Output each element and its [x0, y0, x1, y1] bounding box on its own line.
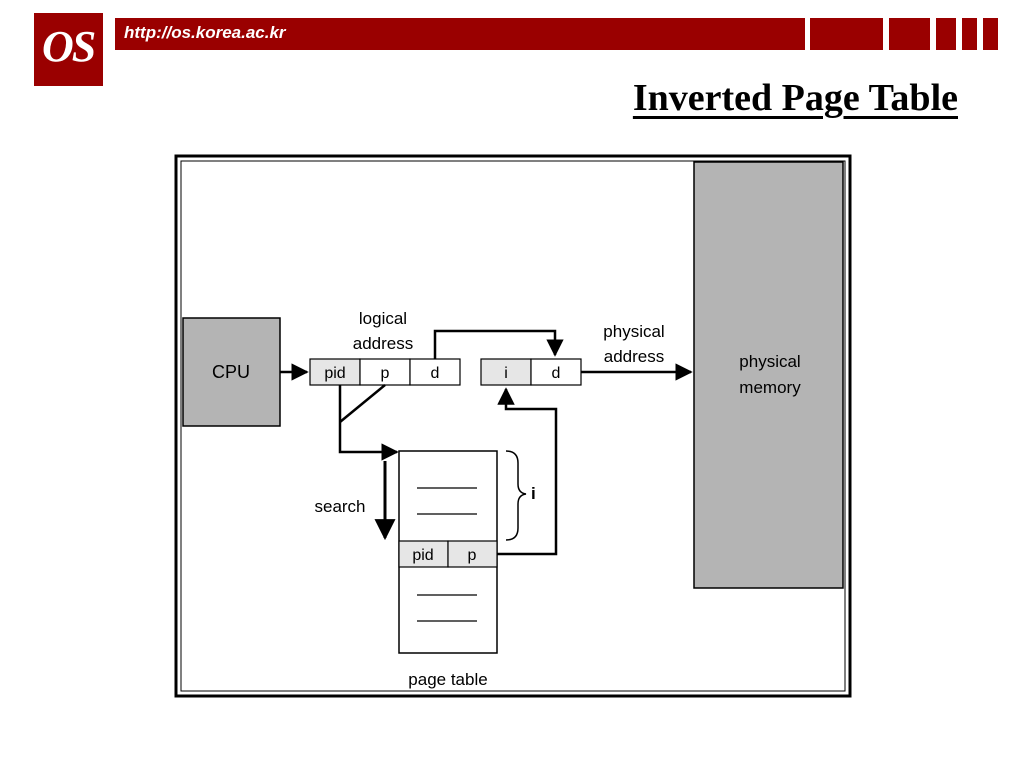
- cpu-label: CPU: [212, 362, 250, 382]
- header-block-1: [810, 18, 883, 50]
- diagram-frame-inner: [180, 160, 846, 692]
- logical-pid-field: [309, 358, 361, 386]
- physical-memory-label-1: physical: [739, 352, 800, 371]
- header-block-5: [983, 18, 998, 50]
- page-table-pid-text: pid: [412, 547, 433, 564]
- physical-memory-label-2: memory: [739, 378, 801, 397]
- diagram-frame-outer: [174, 154, 852, 698]
- logical-d-text: d: [431, 365, 440, 382]
- index-brace: [505, 450, 527, 541]
- logical-pid-text: pid: [324, 365, 345, 382]
- logical-p-field: [359, 358, 411, 386]
- page-table-p-field: [447, 540, 498, 568]
- header-url: http://os.korea.ac.kr: [124, 23, 286, 42]
- slide-title: Inverted Page Table: [632, 77, 958, 119]
- header-bar: http://os.korea.ac.kr: [115, 18, 805, 50]
- header-block-4: [962, 18, 977, 50]
- search-label: search: [314, 497, 365, 516]
- physical-i-field: [480, 358, 532, 386]
- entry-to-frame-index-arrow: [497, 387, 558, 556]
- physical-address-label-1: physical: [603, 322, 664, 341]
- physical-i-text: i: [504, 365, 508, 382]
- page-table-label: page table: [408, 670, 487, 689]
- cpu-box: [182, 317, 281, 427]
- header-block-2: [889, 18, 930, 50]
- logical-address-label-1: logical: [359, 309, 407, 328]
- pid-to-page-table-arrow: [338, 385, 399, 461]
- os-logo: OS: [34, 13, 103, 86]
- physical-memory-box: [693, 161, 844, 589]
- index-label: i: [531, 484, 536, 503]
- physical-address-label-2: address: [604, 347, 664, 366]
- logo-text: OS: [42, 22, 96, 71]
- page-table-pid-field: [398, 540, 449, 568]
- logical-p-text: p: [381, 365, 390, 382]
- physical-d-text: d: [552, 365, 561, 382]
- logical-address-label-2: address: [353, 334, 413, 353]
- offset-copy-arrow: [433, 329, 564, 359]
- p-diagonal-line: [339, 384, 386, 423]
- header-block-3: [936, 18, 956, 50]
- page-table-p-text: p: [468, 547, 477, 564]
